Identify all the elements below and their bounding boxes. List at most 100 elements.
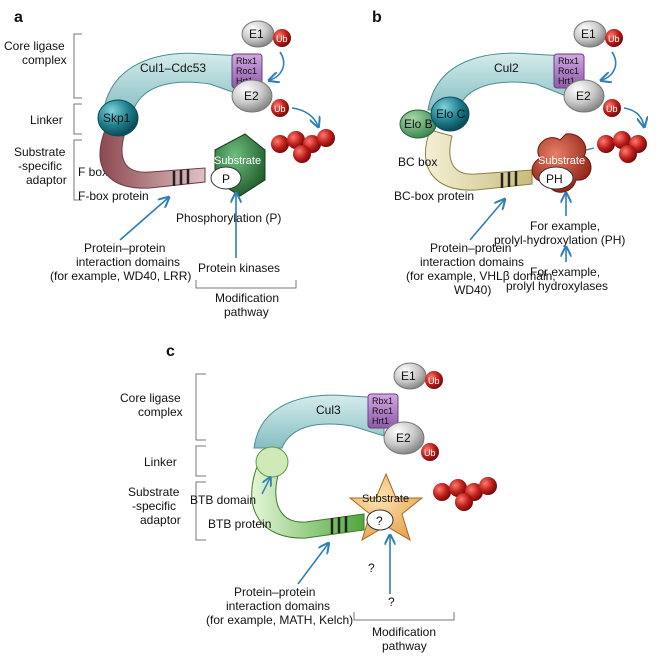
label-ppi-b-1: Protein–protein [430,241,511,255]
arrow-ppi-b [469,200,504,241]
label-hydroxylases-b-1: For example, [530,265,600,279]
label-rbx-c-2: Roc1 [372,406,393,416]
label-ppi-a-2: interaction domains [76,255,180,269]
label-hydroxylases-b-2: prolyl hydroxylases [506,279,608,293]
label-elob: Elo B [404,117,433,131]
label-ub-a2: Ub [274,104,286,114]
label-adaptor-c-2: -specific [132,499,176,513]
label-rbx-b-2: Roc1 [558,66,579,76]
label-ub-c2: Ub [424,448,436,458]
label-cullin-a: Cul1–Cdc53 [140,61,206,75]
ub-sphere-a1 [273,29,291,47]
mod-p-a [210,166,242,190]
label-adaptor-a-1: Substrate [14,145,66,159]
cullin-arc-b [427,52,567,111]
label-e1-a: E1 [249,27,264,41]
label-rbx-a-1: Rbx1 [236,56,257,66]
label-bcbox-protein: BC-box protein [394,189,474,203]
arrow-btb-domain [261,478,270,495]
label-substrate-c: Substrate [362,493,409,505]
e2-sphere-a [231,79,273,113]
label-linker-c: Linker [144,455,177,469]
e2-sphere-b [563,79,605,113]
label-e2-b: E2 [576,89,591,103]
label-ub-a1: Ub [276,34,288,44]
panel-c-letter: c [166,343,175,360]
label-rbx-b-1: Rbx1 [558,56,579,66]
label-hydrox-b-1: For example, [530,219,600,233]
label-ppi-a-3: (for example, WD40, LRR) [50,269,191,283]
panel-b: b Cul2 Elo B Elo C BC box BC-box protein… [372,9,647,297]
panel-c: c Core ligase complex Linker Substrate -… [120,343,497,653]
label-ppi-b-2: interaction domains [420,255,524,269]
label-ub-b2: Ub [606,104,618,114]
label-e1-c: E1 [401,369,416,383]
label-phos-a: Phosphorylation (P) [176,211,281,225]
ub-chain-a [271,129,335,163]
panel-b-letter: b [372,9,382,26]
bracket-adaptor-a [73,139,82,201]
label-rbx-c-1: Rbx1 [372,396,393,406]
connector-ub-b [585,147,595,151]
label-skp1: Skp1 [103,111,131,125]
label-fbox-a: F box [78,165,108,179]
label-ppi-a-1: Protein–protein [84,241,165,255]
label-btb-protein: BTB protein [208,517,271,531]
ub-chain-b [597,131,647,163]
rbx-box-c [367,393,399,429]
bracket-core-a [73,33,82,99]
bracket-linker-a [73,103,82,135]
label-pathway-a-2: pathway [224,305,269,319]
ub-sphere-c2 [421,443,439,461]
label-rbx-b-3: Hrt1 [558,76,575,86]
label-linker-a: Linker [30,113,63,127]
bracket-pathway-a [195,280,297,289]
label-e2-c: E2 [396,431,411,445]
label-pathway-c-2: pathway [382,639,427,653]
label-ppi-b-4: WD40) [454,283,491,297]
label-ppi-c-2: interaction domains [226,599,330,613]
fbox-protein-shape [99,129,206,189]
bracket-pathway-c [353,612,455,621]
arrow-ppi-a [119,198,168,241]
label-pathway-c-1: Modification [372,625,436,639]
label-e2-a: E2 [244,89,259,103]
label-ppi-c-3: (for example, MATH, Kelch) [206,613,353,627]
label-mod-b: PH [546,172,563,186]
panel-a-letter: a [14,9,23,26]
label-kinases-a: Protein kinases [198,261,280,275]
label-core-c-2: complex [138,405,183,419]
label-substrate-b: Substrate [538,155,585,167]
label-mod-a: P [222,172,230,186]
label-fbox-protein: F-box protein [78,189,149,203]
ub-sphere-c1 [425,371,443,389]
btb-protein-shape [251,463,365,539]
arrow-e1-e2-a [270,51,285,80]
label-substrate-a: Substrate [214,155,261,167]
label-ppi-b-3: (for example, VHLβ domain, [406,269,556,283]
bracket-adaptor-c [195,481,206,541]
label-adaptor-c-3: adaptor [140,513,181,527]
label-e1-b: E1 [581,27,596,41]
label-q2-c: ? [388,595,395,609]
arrow-e1-e2-b [602,51,617,80]
arrow-ppi-c [297,544,328,585]
bcbox-protein-shape [425,129,533,191]
label-cullin-b: Cul2 [494,61,519,75]
mod-ph-b [538,166,574,190]
panel-a: a Core ligase complex Linker Substrate -… [4,9,335,319]
label-ub-c1: Ub [428,376,440,386]
label-ppi-c-1: Protein–protein [234,585,315,599]
label-eloc: Elo C [436,107,466,121]
bracket-core-c [195,373,206,441]
ub-sphere-b2 [603,99,621,117]
label-ub-b1: Ub [608,34,620,44]
label-core-a-2: complex [22,53,67,67]
label-core-a-1: Core ligase [4,39,65,53]
e2-sphere-c [383,421,425,455]
eloc-sphere [430,96,470,132]
label-hydrox-b-2: prolyl-hydroxylation (PH) [494,233,625,247]
label-adaptor-a-3: adaptor [26,173,67,187]
label-adaptor-a-2: -specific [18,159,62,173]
label-core-c-1: Core ligase [120,391,181,405]
